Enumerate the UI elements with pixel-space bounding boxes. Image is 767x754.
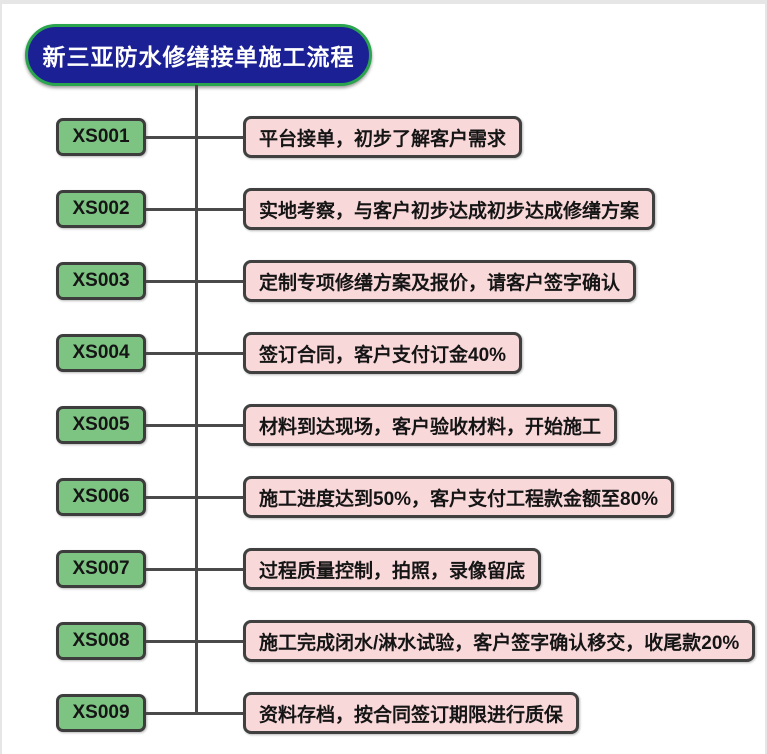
step-desc: 平台接单，初步了解客户需求 [259, 128, 507, 150]
step-desc-node-9: 资料存档，按合同签订期限进行质保 [243, 692, 580, 734]
step-code-node-5: XS005 [56, 406, 146, 444]
process-row-9: XS009 资料存档，按合同签订期限进行质保 [0, 677, 767, 749]
connector-line-1 [146, 135, 243, 139]
step-code: XS008 [72, 630, 130, 651]
step-desc-node-1: 平台接单，初步了解客户需求 [243, 116, 523, 158]
process-row-6: XS006 施工进度达到50%，客户支付工程款金额至80% [0, 461, 767, 533]
step-code: XS003 [72, 270, 130, 291]
connector-line-6 [146, 495, 243, 499]
page-edge-top [0, 0, 767, 4]
step-desc-node-3: 定制专项修缮方案及报价，请客户签字确认 [243, 260, 637, 302]
step-code: XS009 [72, 702, 130, 723]
process-row-7: XS007 过程质量控制，拍照，录像留底 [0, 533, 767, 605]
step-desc: 签订合同，客户支付订金40% [259, 344, 507, 366]
connector-line-9 [146, 711, 243, 715]
step-desc-node-6: 施工进度达到50%，客户支付工程款金额至80% [243, 476, 675, 518]
connector-line-4 [146, 351, 243, 355]
step-desc-node-2: 实地考察，与客户初步达成初步达成修缮方案 [243, 188, 656, 230]
process-row-3: XS003 定制专项修缮方案及报价，请客户签字确认 [0, 245, 767, 317]
page-edge-right [765, 0, 767, 754]
step-desc-node-5: 材料到达现场，客户验收材料，开始施工 [243, 404, 618, 446]
flowchart-title: 新三亚防水修缮接单施工流程 [42, 44, 355, 70]
step-code-node-8: XS008 [56, 622, 146, 660]
connector-line-3 [146, 279, 243, 283]
step-desc: 施工进度达到50%，客户支付工程款金额至80% [259, 488, 659, 510]
process-row-1: XS001 平台接单，初步了解客户需求 [0, 101, 767, 173]
step-code-node-2: XS002 [56, 190, 146, 228]
step-desc: 实地考察，与客户初步达成初步达成修缮方案 [259, 200, 640, 222]
step-code-node-7: XS007 [56, 550, 146, 588]
process-row-2: XS002 实地考察，与客户初步达成初步达成修缮方案 [0, 173, 767, 245]
step-desc: 定制专项修缮方案及报价，请客户签字确认 [259, 272, 621, 294]
step-code: XS006 [72, 486, 130, 507]
step-desc-node-8: 施工完成闭水/淋水试验，客户签字确认移交，收尾款20% [243, 620, 756, 662]
step-code-node-4: XS004 [56, 334, 146, 372]
connector-line-8 [146, 639, 243, 643]
step-desc-node-7: 过程质量控制，拍照，录像留底 [243, 548, 542, 590]
step-desc: 资料存档，按合同签订期限进行质保 [259, 704, 564, 726]
process-row-4: XS004 签订合同，客户支付订金40% [0, 317, 767, 389]
step-desc: 施工完成闭水/淋水试验，客户签字确认移交，收尾款20% [259, 632, 740, 654]
process-row-5: XS005 材料到达现场，客户验收材料，开始施工 [0, 389, 767, 461]
connector-line-7 [146, 567, 243, 571]
step-code-node-3: XS003 [56, 262, 146, 300]
process-rows: XS001 平台接单，初步了解客户需求 XS002 实地考察，与客户初步达成初步… [0, 101, 767, 749]
step-code-node-1: XS001 [56, 118, 146, 156]
connector-line-2 [146, 207, 243, 211]
step-code-node-9: XS009 [56, 694, 146, 732]
step-code-node-6: XS006 [56, 478, 146, 516]
connector-line-5 [146, 423, 243, 427]
flowchart-title-node: 新三亚防水修缮接单施工流程 [25, 24, 372, 86]
page-edge-left [0, 0, 2, 754]
step-desc: 材料到达现场，客户验收材料，开始施工 [259, 416, 602, 438]
process-row-8: XS008 施工完成闭水/淋水试验，客户签字确认移交，收尾款20% [0, 605, 767, 677]
step-code: XS001 [72, 126, 130, 147]
step-code: XS005 [72, 414, 130, 435]
step-code: XS004 [72, 342, 130, 363]
step-code: XS007 [72, 558, 130, 579]
step-desc: 过程质量控制，拍照，录像留底 [259, 560, 526, 582]
trunk-line [195, 85, 198, 713]
step-code: XS002 [72, 198, 130, 219]
step-desc-node-4: 签订合同，客户支付订金40% [243, 332, 523, 374]
